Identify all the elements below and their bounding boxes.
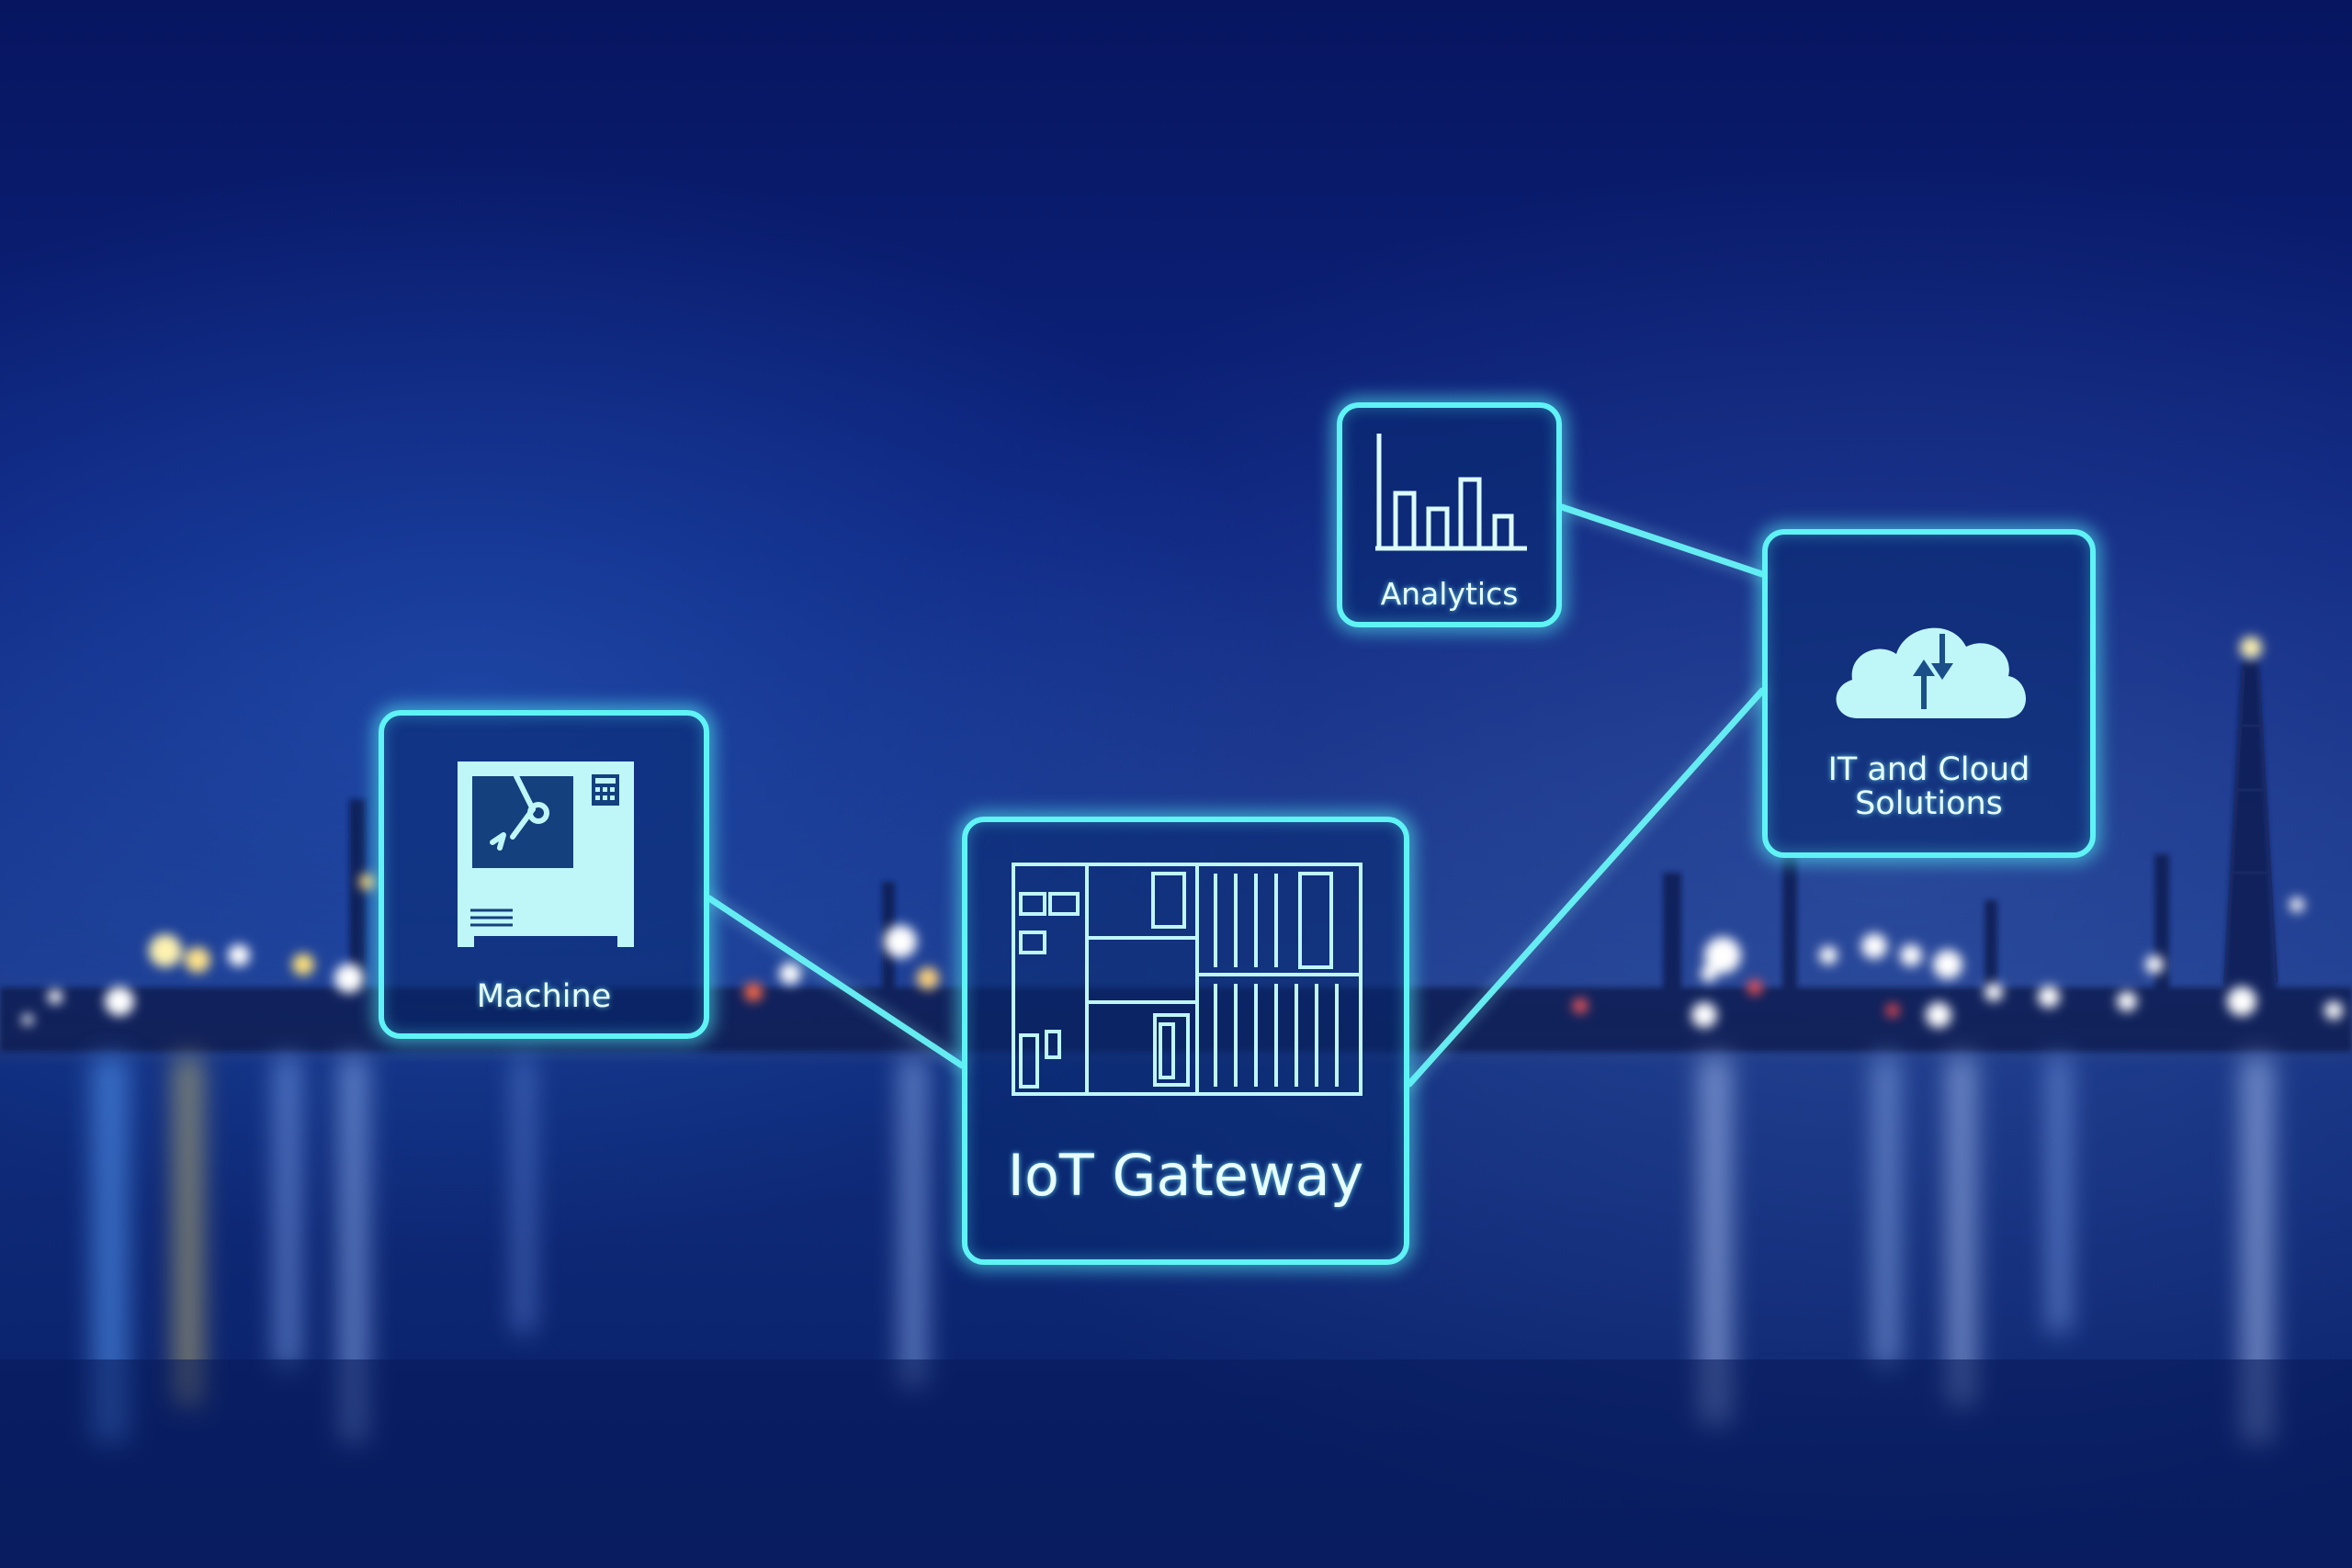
machine-node: Machine (379, 710, 709, 1039)
cloud-solutions-node: IT and Cloud Solutions (1762, 529, 2096, 858)
analytics-node: Analytics (1337, 402, 1562, 627)
analytics-label: Analytics (1380, 576, 1519, 612)
circuit-board-icon (1012, 863, 1363, 1096)
cloud-label-line2: Solutions (1855, 784, 2003, 822)
bar-chart-icon (1375, 434, 1527, 551)
cloud-sync-icon (1836, 627, 2026, 718)
machine-label: Machine (476, 978, 612, 1015)
cloud-label: IT and Cloud Solutions (1768, 753, 2090, 821)
iot-gateway-label: IoT Gateway (1007, 1142, 1364, 1209)
iot-gateway-node: IoT Gateway (962, 817, 1409, 1265)
cloud-label-line1: IT and Cloud (1827, 751, 2030, 788)
robot-machine-icon (458, 761, 634, 947)
